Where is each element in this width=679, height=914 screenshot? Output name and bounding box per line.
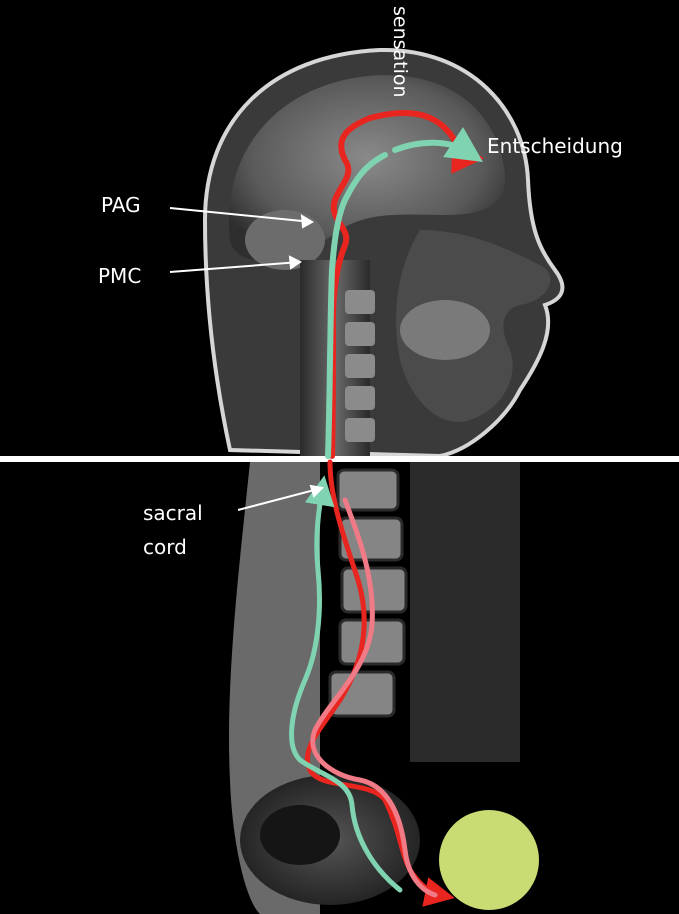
panel-divider xyxy=(0,456,679,462)
label-sensation: sensation xyxy=(389,6,411,98)
bladder-circle-icon xyxy=(439,810,539,910)
tongue xyxy=(400,300,490,360)
label-entscheidung: Entscheidung xyxy=(487,134,623,158)
abdomen xyxy=(410,462,520,762)
label-pag: PAG xyxy=(101,193,141,217)
cervical-vertebrae xyxy=(345,290,375,442)
label-pmc: PMC xyxy=(98,264,141,288)
pelvis-dark xyxy=(260,805,340,865)
lumbar-vertebrae xyxy=(330,470,406,716)
label-cord: cord xyxy=(143,535,187,559)
label-sacral: sacral xyxy=(143,501,203,525)
